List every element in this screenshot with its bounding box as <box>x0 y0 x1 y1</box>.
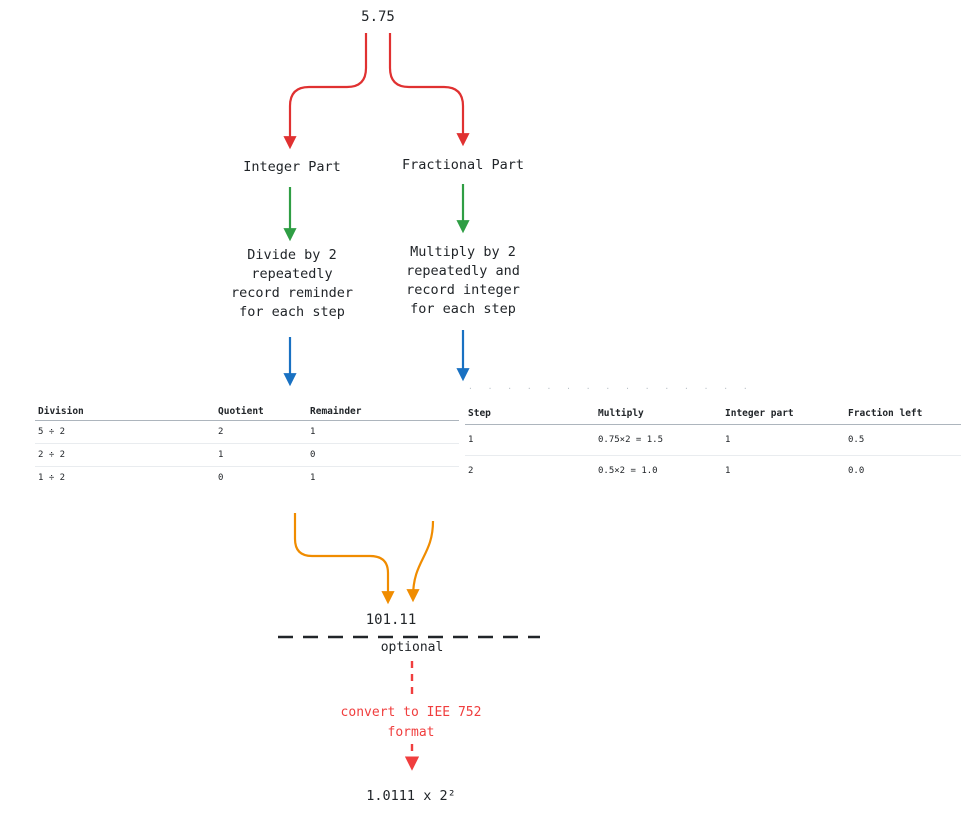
red-branch-arrow-left <box>283 33 368 150</box>
table-cell: 1 <box>310 473 316 483</box>
decimal-value: 5.75 <box>361 9 395 25</box>
optional-label: optional <box>377 640 447 655</box>
table-cell: 1 <box>468 435 474 445</box>
column-header: Division <box>38 406 84 417</box>
multiply-instructions: Multiply by 2 repeatedly and record inte… <box>406 244 520 317</box>
table-row: 1 ÷ 2 0 1 <box>35 467 459 489</box>
divide-instructions: Divide by 2 repeatedly record reminder f… <box>231 247 353 320</box>
table-row: 5 ÷ 2 2 1 <box>35 421 459 444</box>
column-header: Quotient <box>218 406 264 417</box>
faint-caption-dots: · · · · · · · · · · · · · · · <box>468 384 753 393</box>
table-row: 2 0.5×2 = 1.0 1 0.0 <box>465 456 961 486</box>
column-header: Remainder <box>310 406 362 417</box>
column-header: Step <box>468 408 491 419</box>
division-table: Division Quotient Remainder 5 ÷ 2 2 1 2 … <box>35 403 459 489</box>
red-branch-arrow-right <box>388 33 470 147</box>
column-header: Multiply <box>598 408 644 419</box>
table-row: 1 0.75×2 = 1.5 1 0.5 <box>465 425 961 456</box>
table-cell: 2 <box>468 466 474 476</box>
table-cell: 1 <box>725 435 731 445</box>
fractional-part-label: Fractional Part <box>402 157 524 173</box>
multiplication-table: Step Multiply Integer part Fraction left… <box>465 403 961 486</box>
table-cell: 0.0 <box>848 466 865 476</box>
table-cell: 1 <box>218 450 224 460</box>
orange-merge-arrow-left <box>293 513 395 605</box>
table-cell: 0.75×2 = 1.5 <box>598 435 664 445</box>
table-cell: 1 <box>310 427 316 437</box>
table-cell: 2 <box>218 427 224 437</box>
binary-result: 101.11 <box>361 612 421 628</box>
table-cell: 0 <box>218 473 224 483</box>
column-header: Fraction left <box>848 408 923 419</box>
table-row: 2 ÷ 2 1 0 <box>35 444 459 467</box>
integer-part-label: Integer Part <box>243 159 341 175</box>
column-header: Integer part <box>725 408 794 419</box>
convert-note: convert to IEE 752 format <box>340 705 482 740</box>
table-header-row: Step Multiply Integer part Fraction left <box>465 403 961 425</box>
table-cell: 5 ÷ 2 <box>38 427 66 437</box>
table-cell: 1 ÷ 2 <box>38 473 66 483</box>
table-cell: 2 ÷ 2 <box>38 450 66 460</box>
orange-merge-arrow-right <box>406 520 435 603</box>
table-cell: 0 <box>310 450 316 460</box>
table-header-row: Division Quotient Remainder <box>35 403 459 421</box>
table-cell: 1 <box>725 466 731 476</box>
table-cell: 0.5 <box>848 435 865 445</box>
ieee-result: 1.0111 x 2² <box>366 788 456 804</box>
table-cell: 0.5×2 = 1.0 <box>598 466 658 476</box>
